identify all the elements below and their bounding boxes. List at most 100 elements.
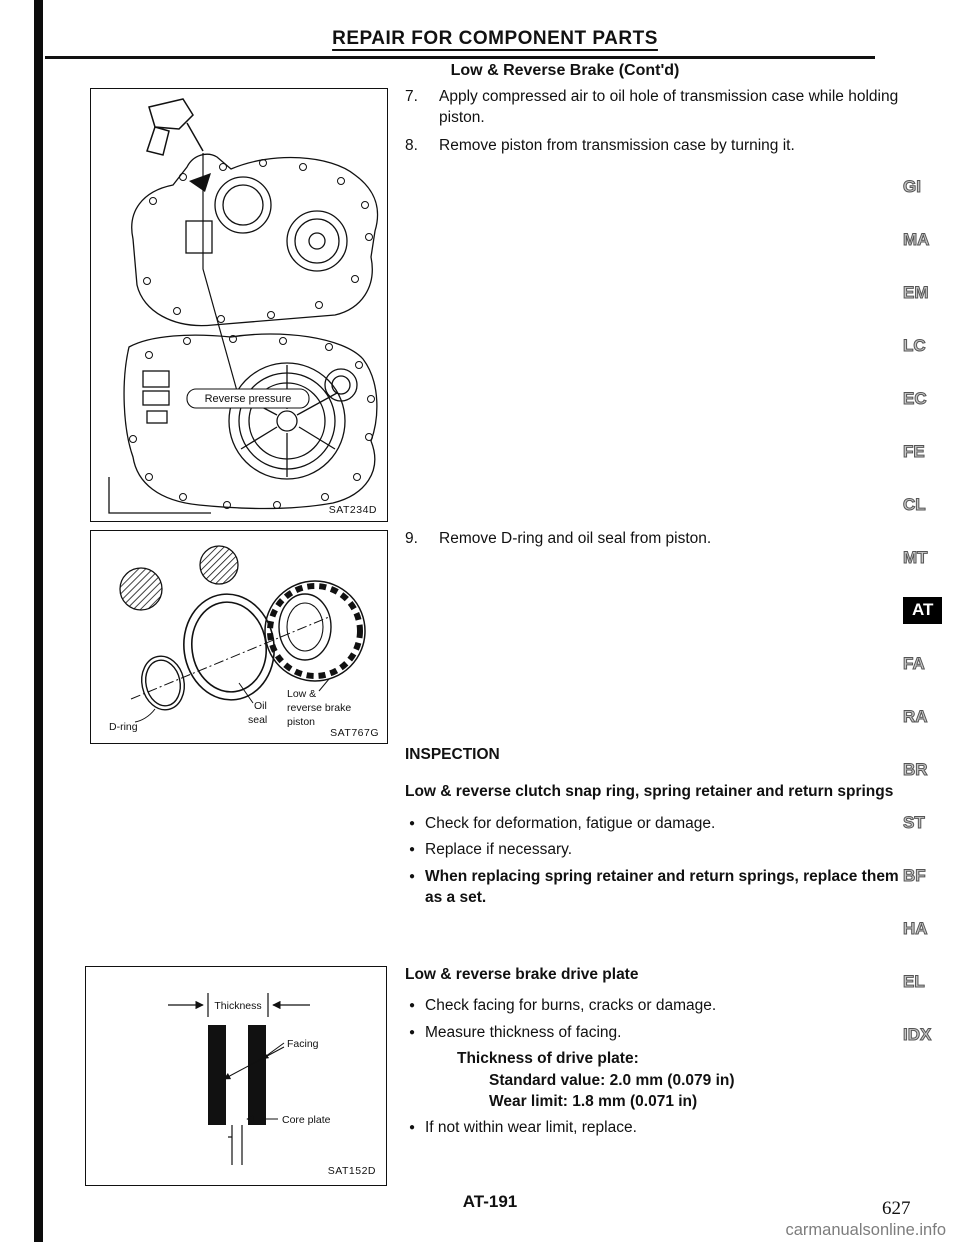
piston-label-line2: reverse brake: [287, 702, 351, 714]
spec-title: Thickness of drive plate:: [457, 1050, 639, 1068]
pointer-line: [202, 153, 238, 392]
margin-tab-at-active: AT: [903, 584, 960, 637]
reverse-pressure-label: Reverse pressure: [205, 393, 292, 405]
procedure-step-9-block: 9. Remove D-ring and oil seal from pisto…: [405, 528, 902, 555]
figure-piston-exploded: D-ring Oil seal Low & reverse brake pist…: [90, 530, 388, 744]
piston-label-line1: Low &: [287, 688, 316, 700]
air-gun-icon: [146, 98, 204, 156]
thickness-label: Thickness: [214, 1000, 261, 1012]
figure-drive-plate: Thickness Facing Core plate SAT152D: [85, 966, 387, 1186]
core-plate-lines: [228, 1125, 243, 1165]
procedure-step-8: 8. Remove piston from transmission case …: [405, 135, 902, 156]
centerline: [130, 616, 330, 700]
list-item: ● Measure thickness of facing.: [405, 1022, 902, 1043]
header-rule: [45, 56, 875, 59]
procedure-step-7: 7. Apply compressed air to oil hole of t…: [405, 86, 902, 129]
inspection-section: INSPECTION Low & reverse clutch snap rin…: [405, 744, 902, 913]
clutch-section-heading: Low & reverse clutch snap ring, spring r…: [405, 783, 894, 801]
margin-tab-br: BR: [903, 759, 929, 779]
bullet-icon: ●: [409, 1000, 416, 1012]
oil-seal-leader: [238, 682, 254, 704]
margin-tab-st: ST: [903, 812, 926, 832]
core-plate-label: Core plate: [282, 1114, 331, 1126]
lower-case-outline: [108, 333, 378, 514]
bullet-icon: ●: [409, 1122, 416, 1134]
facing-label: Facing: [287, 1038, 319, 1050]
step-number: 8.: [405, 136, 418, 154]
margin-tab-fe: FE: [903, 441, 926, 461]
section-subtitle: Low & Reverse Brake (Cont'd): [450, 62, 680, 79]
margin-tab-mt: MT: [903, 547, 929, 567]
page-footer-code: AT-191: [462, 1192, 518, 1211]
oil-label: Oil: [254, 700, 267, 712]
step-number: 7.: [405, 88, 418, 105]
transmission-case-illustration: Reverse pressure SAT234D: [108, 98, 379, 516]
list-item: ● Check for deformation, fatigue or dama…: [405, 813, 902, 834]
piston-leader: [318, 678, 330, 692]
step-text: Remove piston from transmission case by …: [439, 136, 795, 154]
facing-bar-left: [208, 1025, 226, 1125]
margin-tab-el: EL: [903, 971, 926, 991]
d-ring: [141, 655, 185, 711]
list-item: ● Replace if necessary.: [405, 839, 902, 860]
list-item-text: If not within wear limit, replace.: [425, 1119, 637, 1137]
bullet-icon: ●: [409, 870, 416, 882]
drive-plate-illustration: Thickness Facing Core plate SAT152D: [168, 993, 376, 1177]
reverse-pressure-callout: Reverse pressure: [186, 388, 310, 409]
d-ring-label: D-ring: [109, 721, 138, 733]
pointer-arrow-icon: [189, 173, 211, 192]
list-item-text: Measure thickness of facing.: [425, 1023, 622, 1041]
margin-tab-cl: CL: [903, 494, 927, 514]
spec-wear-limit: Wear limit: 1.8 mm (0.071 in): [489, 1092, 698, 1110]
margin-tab-em: EM: [903, 282, 929, 302]
piston-exploded-illustration: D-ring Oil seal Low & reverse brake pist…: [109, 545, 379, 739]
procedure-steps: 7. Apply compressed air to oil hole of t…: [405, 86, 902, 162]
upper-case-outline: [131, 153, 379, 327]
spec-standard-value: Standard value: 2.0 mm (0.079 in): [489, 1071, 735, 1089]
watermark-text: carmanualsonline.info: [785, 1221, 946, 1239]
list-item-text: Check for deformation, fatigue or damage…: [425, 814, 716, 832]
list-item-text: Replace if necessary.: [425, 841, 573, 859]
list-item: ● If not within wear limit, replace.: [405, 1117, 902, 1138]
retainer-disc-icon: [119, 567, 163, 611]
page-number: 627: [882, 1198, 911, 1219]
figure-code-label: SAT152D: [328, 1165, 376, 1177]
d-ring-leader: [134, 708, 156, 723]
margin-tab-gi: GI: [903, 176, 922, 196]
page-title: REPAIR FOR COMPONENT PARTS: [332, 28, 658, 49]
list-item: ● Check facing for burns, cracks or dama…: [405, 995, 902, 1016]
drive-plate-section: Low & reverse brake drive plate ● Check …: [405, 964, 902, 1144]
step-text: Apply compressed air to oil hole of tran…: [439, 88, 899, 127]
drive-plate-heading: Low & reverse brake drive plate: [405, 966, 639, 983]
margin-tab-ma: MA: [902, 229, 930, 249]
snap-ring-disc-icon: [199, 545, 239, 585]
margin-tab-lc: LC: [903, 335, 927, 355]
margin-tab-fa: FA: [903, 653, 926, 673]
figure-transmission-case: Reverse pressure SAT234D: [90, 88, 388, 522]
inspection-title: INSPECTION: [405, 746, 500, 763]
binder-edge-strip: [34, 0, 43, 1242]
figure-code-label: SAT767G: [330, 727, 379, 739]
margin-tab-idx: IDX: [902, 1024, 932, 1044]
list-item-text: Check facing for burns, cracks or damage…: [425, 997, 717, 1015]
margin-tab-ra: RA: [903, 706, 929, 726]
list-item-text: When replacing spring retainer and retur…: [425, 867, 899, 906]
bullet-icon: ●: [409, 844, 416, 856]
margin-tab-ha: HA: [903, 918, 929, 938]
oil-seal-ring: [183, 593, 275, 701]
step-text: Remove D-ring and oil seal from piston.: [439, 530, 712, 547]
piston-label-line3: piston: [287, 716, 315, 728]
facing-arrows: [223, 1042, 285, 1080]
bullet-icon: ●: [409, 817, 416, 829]
brake-piston: [264, 580, 366, 682]
figure-code-label: SAT234D: [329, 504, 377, 516]
seal-label: seal: [248, 714, 267, 726]
bullet-icon: ●: [409, 1026, 416, 1038]
thickness-dimension: [168, 993, 310, 1017]
section-index-tabs: GI MA EM LC EC FE CL MT AT FA RA BR ST B…: [902, 160, 960, 1061]
margin-tab-bf: BF: [903, 865, 927, 885]
margin-tab-ec: EC: [903, 388, 928, 408]
step-number: 9.: [405, 530, 418, 547]
procedure-step-9: 9. Remove D-ring and oil seal from pisto…: [405, 528, 902, 549]
